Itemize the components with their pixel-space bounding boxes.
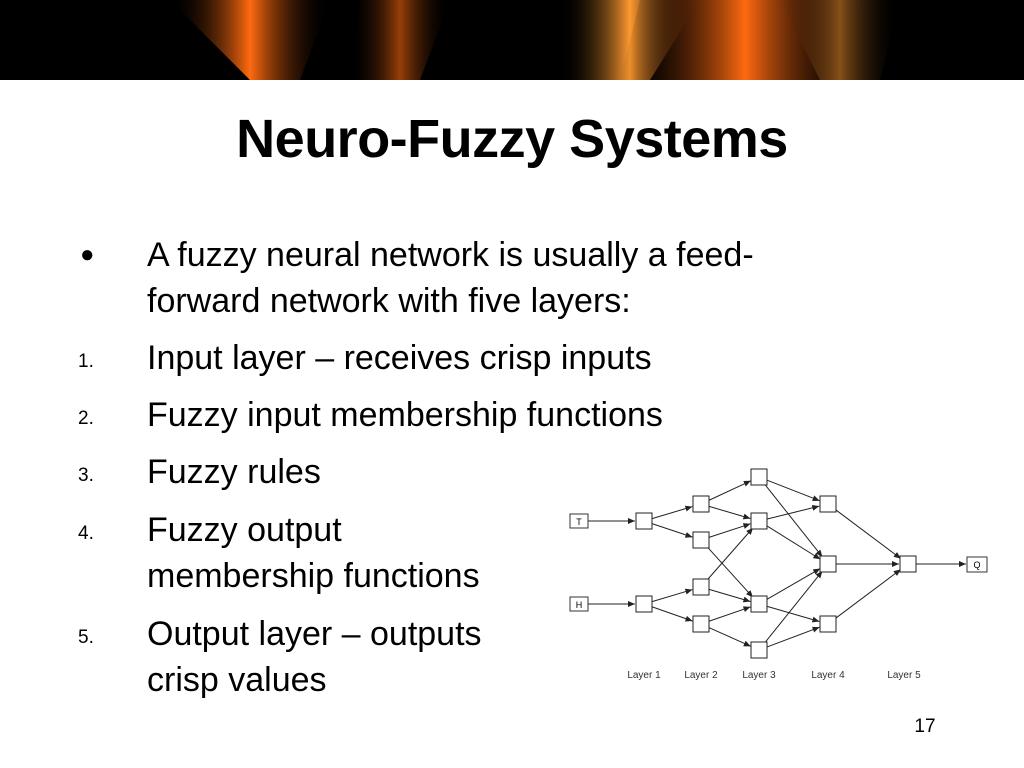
network-edge [708,588,751,603]
network-edge [765,524,821,560]
input-label: T [576,517,582,527]
network-edge [766,504,820,520]
fire-banner-image [0,0,1024,80]
list-text: Fuzzy output [147,511,342,549]
network-node [692,531,710,549]
network-node [750,595,768,613]
header-banner [0,0,1024,80]
network-nodes [635,468,917,659]
list-text: Output layer – outputs [147,615,482,653]
network-connections [588,479,966,648]
network-node [750,512,768,530]
layer-label: Layer 1 [627,670,661,681]
network-node [692,578,710,596]
network-node [819,615,837,633]
output-node-q: Q [966,556,988,573]
list-text: Fuzzy rules [147,453,321,491]
network-edge [708,523,751,538]
network-node [819,495,837,513]
network-edge [834,569,902,620]
input-node-t: T [569,513,589,529]
network-edge [651,523,693,538]
list-number: 1. [78,351,94,372]
neuro-fuzzy-network-diagram: T H Q Layer 1 Layer 2 Layer 3 Layer 4 La… [569,468,988,681]
layer-label: Layer 3 [742,670,776,681]
network-node [750,641,768,659]
output-label: Q [973,560,980,570]
network-node [899,555,917,573]
bullet-marker: ● [80,241,95,268]
list-text: Fuzzy input membership functions [147,396,663,434]
network-edge [766,626,820,648]
layer-label: Layer 5 [887,670,921,681]
network-node [692,495,710,513]
network-edge [705,527,754,582]
list-text: crisp values [147,661,327,699]
network-edge [651,588,693,603]
input-node-h: H [569,596,589,612]
network-node [635,595,653,613]
network-edge [834,508,902,559]
slide-title: Neuro-Fuzzy Systems [236,109,788,169]
list-text: Input layer – receives crisp inputs [147,339,652,377]
network-edge [766,479,820,502]
list-number: 2. [78,408,94,429]
layer-label: Layer 4 [811,670,845,681]
bullet-text: A fuzzy neural network is usually a feed… [147,236,754,274]
list-text: membership functions [147,557,480,595]
list-number: 3. [78,465,94,486]
network-edge [763,482,823,558]
network-node [692,615,710,633]
page-number: 17 [914,716,936,737]
network-edge [708,626,751,647]
bullet-text: forward network with five layers: [147,282,631,320]
network-edge [651,505,693,520]
network-edge [708,505,751,520]
list-number: 5. [78,627,94,648]
network-edge [706,545,754,598]
network-edge [708,480,752,502]
network-edge [766,605,820,623]
network-edge [651,606,693,622]
layer-label: Layer 2 [684,670,718,681]
network-edge [708,606,751,622]
input-label: H [576,600,583,610]
network-node [635,512,653,530]
network-node [750,468,768,486]
network-node [819,555,837,573]
network-edge [765,568,821,601]
network-edge [763,570,823,645]
list-number: 4. [78,523,94,544]
